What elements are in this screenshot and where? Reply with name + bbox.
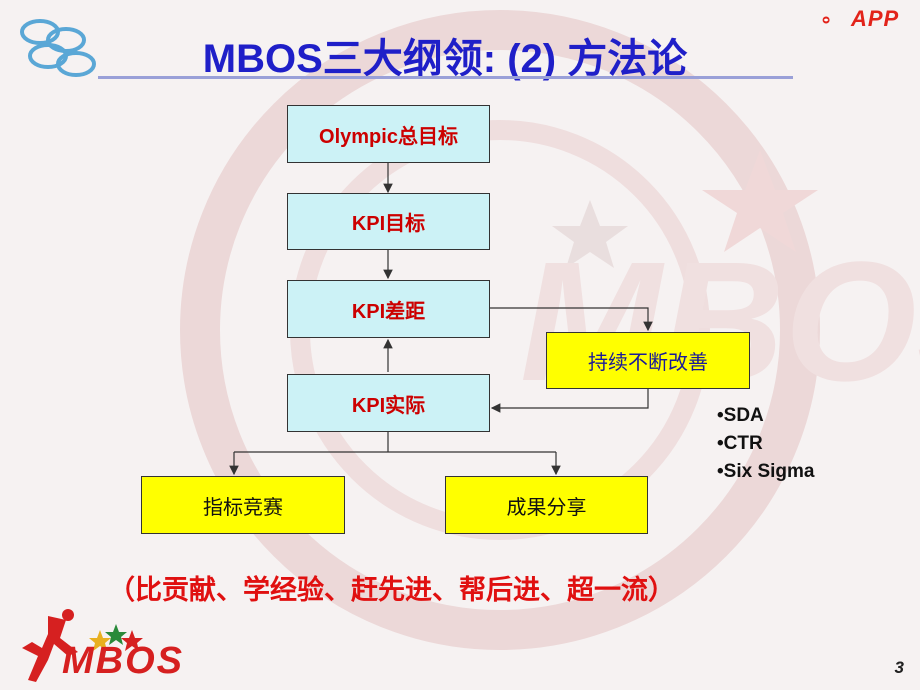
- title-underline: [98, 76, 793, 79]
- kpi-actual-box: KPI实际: [287, 374, 490, 432]
- app-brand-text: APP: [851, 6, 900, 31]
- bullet-item: SDA: [717, 402, 814, 430]
- method-bullet-list: SDA CTR Six Sigma: [717, 402, 815, 486]
- indicator-competition-box: 指标竞赛: [141, 476, 345, 534]
- page-title: MBOS三大纲领: (2) 方法论: [202, 37, 688, 81]
- kpi-target-box: KPI目标: [287, 193, 490, 250]
- result-sharing-box: 成果分享: [445, 476, 648, 534]
- slogan-text: （比贡献、学经验、赶先进、帮后进、超一流）: [108, 575, 675, 605]
- bullet-item: CTR: [717, 430, 814, 458]
- page-number: 3: [894, 658, 904, 677]
- olympic-goal-box: Olympic总目标: [287, 105, 490, 163]
- mbos-logo-icon: [22, 609, 143, 682]
- company-logo-icon: [20, 19, 96, 77]
- app-logo-icon: [822, 16, 830, 24]
- mbos-logo-text: MBOS: [62, 640, 184, 682]
- bullet-item: Six Sigma: [717, 458, 815, 486]
- kpi-gap-box: KPI差距: [287, 280, 490, 338]
- continuous-improvement-box: 持续不断改善: [546, 332, 750, 389]
